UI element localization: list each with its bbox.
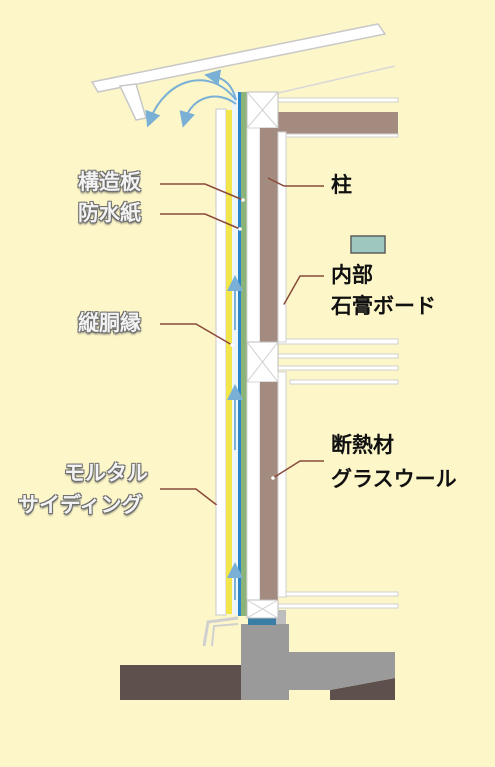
airflow-arrows [145, 69, 243, 600]
roof-eave [90, 23, 396, 121]
foundation [120, 610, 395, 700]
leader-lines [160, 177, 324, 507]
label-mortar-line2: サイディング [18, 493, 143, 517]
label-hashira: 柱 [331, 173, 352, 197]
label-tatedoubuchi: 縦胴縁 [78, 311, 141, 335]
label-naibu-line1: 内部 [331, 263, 373, 287]
label-dannetsu-line2: グラスウール [331, 467, 457, 491]
siding-layer [215, 108, 232, 616]
label-dannetsu-line1: 断熱材 [331, 433, 394, 457]
color-swatch [350, 235, 386, 254]
label-bosuishi: 防水紙 [78, 201, 141, 225]
leader-dots [216, 198, 285, 508]
waterproof-paper [238, 92, 241, 616]
structural-board [241, 92, 247, 616]
air-gap [232, 92, 238, 615]
wall-framing [246, 91, 287, 619]
label-naibu-line2: 石膏ボード [331, 294, 436, 318]
label-kozoban: 構造板 [78, 170, 141, 194]
label-mortar-line1: モルタル [64, 461, 148, 485]
